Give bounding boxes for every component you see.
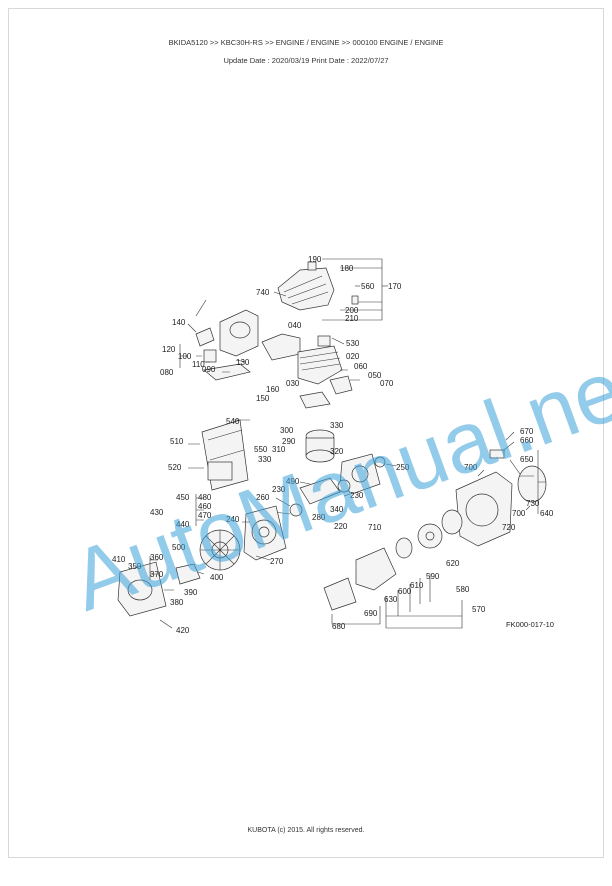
- part-number: 250: [396, 463, 410, 472]
- part-number: 360: [150, 553, 164, 562]
- part-number: 550: [254, 445, 268, 454]
- part-number: 680: [332, 622, 346, 631]
- starter-case-part: [323, 547, 397, 611]
- part-number: 380: [170, 598, 184, 607]
- part-number: 240: [226, 515, 240, 524]
- part-number: 290: [282, 437, 296, 446]
- part-number: 690: [364, 609, 378, 618]
- part-number: 270: [270, 557, 284, 566]
- part-number: 220: [334, 522, 348, 531]
- part-number: 470: [198, 511, 212, 520]
- part-number: 130: [236, 358, 250, 367]
- part-number: 600: [398, 587, 412, 596]
- part-number: 660: [520, 436, 534, 445]
- part-number: 030: [286, 379, 300, 388]
- part-number: 450: [176, 493, 190, 502]
- part-number: 430: [150, 508, 164, 517]
- part-number: 740: [256, 288, 270, 297]
- recoil-starter-part: [455, 449, 547, 547]
- part-number: 390: [184, 588, 198, 597]
- part-number: 560: [361, 282, 375, 291]
- part-number: 520: [168, 463, 182, 472]
- crankcase-half-part: [243, 505, 287, 561]
- part-number: 540: [226, 417, 240, 426]
- part-number: 190: [308, 255, 322, 264]
- part-number: 670: [520, 427, 534, 436]
- flywheel-part: [199, 529, 241, 571]
- part-number: 140: [172, 318, 186, 327]
- part-number: 120: [162, 345, 176, 354]
- part-number: 330: [330, 421, 344, 430]
- part-number: 350: [128, 562, 142, 571]
- part-number: 710: [368, 523, 382, 532]
- part-number: 100: [178, 352, 192, 361]
- part-number: 700: [464, 463, 478, 472]
- part-number: 300: [280, 426, 294, 435]
- part-number: 400: [210, 573, 224, 582]
- part-number: 230: [350, 491, 364, 500]
- part-number: 020: [346, 352, 360, 361]
- copyright-footer: KUBOTA (c) 2015. All rights reserved.: [247, 827, 365, 834]
- grommet-part: [351, 295, 359, 305]
- cylinder-part: [297, 335, 353, 409]
- part-number: 590: [426, 572, 440, 581]
- part-number: 080: [160, 368, 174, 377]
- part-number: 210: [345, 314, 359, 323]
- update-print-dates: Update Date : 2020/03/19 Print Date : 20…: [223, 56, 389, 65]
- part-number: 110: [192, 360, 205, 369]
- part-number: 420: [176, 626, 190, 635]
- part-number: 610: [410, 581, 424, 590]
- part-number: 060: [354, 362, 368, 371]
- part-number: 170: [388, 282, 402, 291]
- fan-cover-part: [117, 561, 201, 617]
- part-number: 510: [170, 437, 184, 446]
- part-number: 090: [202, 365, 216, 374]
- part-number: 180: [340, 264, 354, 273]
- part-number: 720: [502, 523, 516, 532]
- part-number: 700: [512, 509, 526, 518]
- part-number: 630: [384, 595, 398, 604]
- engine-cover-part: [277, 261, 335, 311]
- part-number: 320: [330, 447, 344, 456]
- part-number: 040: [288, 321, 302, 330]
- part-number: 370: [150, 570, 164, 579]
- part-number: 150: [256, 394, 270, 403]
- part-number: 460: [198, 502, 212, 511]
- crankshaft-part: [289, 477, 351, 517]
- starter-pulley-part: [395, 509, 463, 559]
- part-number: 410: [112, 555, 126, 564]
- air-cleaner-part: [195, 309, 301, 381]
- part-number: 260: [256, 493, 270, 502]
- figure-code: FK000-017-10: [506, 620, 554, 629]
- bracket-lines-top: [273, 258, 388, 321]
- part-number: 490: [286, 477, 300, 486]
- part-number: 480: [198, 493, 212, 502]
- part-number: 570: [472, 605, 486, 614]
- part-number: 160: [266, 385, 280, 394]
- muffler-part: [201, 419, 249, 491]
- part-number: 230: [272, 485, 286, 494]
- part-number: 730: [526, 499, 540, 508]
- part-number: 650: [520, 455, 534, 464]
- page-frame: [8, 8, 604, 858]
- part-number: 640: [540, 509, 554, 518]
- part-number: 620: [446, 559, 460, 568]
- part-number: 440: [176, 520, 190, 529]
- part-number: 280: [312, 513, 326, 522]
- part-number: 070: [380, 379, 394, 388]
- part-number: 330: [258, 455, 272, 464]
- part-number: 200: [345, 306, 359, 315]
- part-number: 580: [456, 585, 470, 594]
- breadcrumb: BKIDA5120 >> KBC30H-RS >> ENGINE / ENGIN…: [168, 38, 444, 47]
- part-number: 530: [346, 339, 360, 348]
- piston-part: [305, 429, 335, 463]
- part-number: 050: [368, 371, 382, 380]
- part-number: 310: [272, 445, 286, 454]
- part-number: 500: [172, 543, 186, 552]
- part-number: 340: [330, 505, 344, 514]
